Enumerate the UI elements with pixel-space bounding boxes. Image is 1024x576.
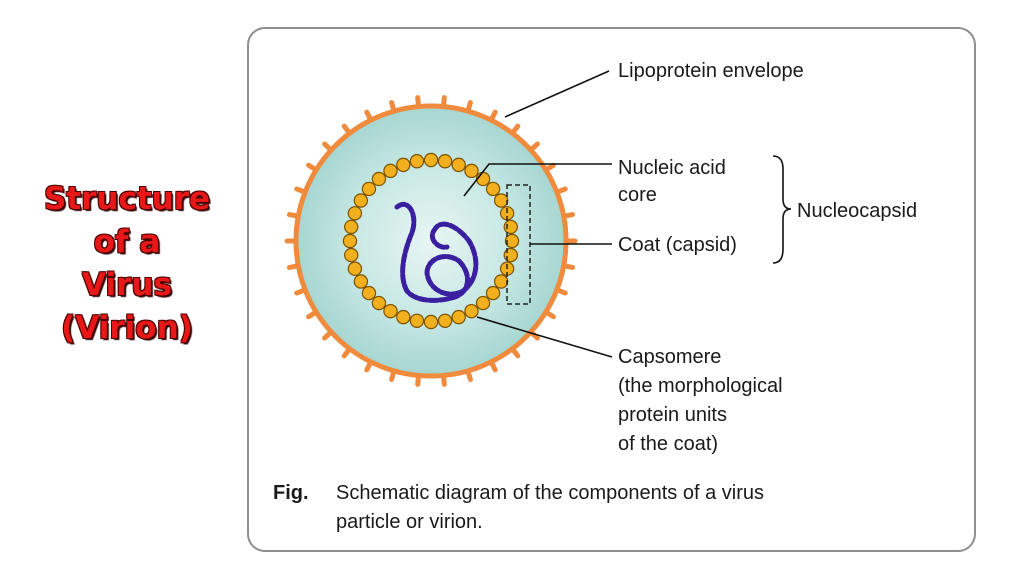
nucleocapsid-brace <box>772 155 792 264</box>
nucleic-leader <box>463 163 612 197</box>
virus-diagram: Lipoprotein envelope Nucleic acid core C… <box>273 60 917 533</box>
capsomere-bead <box>503 219 518 235</box>
capsomere-bead <box>451 309 466 325</box>
capsomere-bead <box>396 309 411 325</box>
capsomere-bead <box>409 313 425 328</box>
capsomere-bead <box>503 247 518 263</box>
capsomere-bead <box>493 193 509 208</box>
capsomere-bead <box>347 206 363 221</box>
capsomere-leader <box>476 316 613 358</box>
capsomere-bead <box>423 314 439 330</box>
label-core: core <box>618 184 657 206</box>
capsomere-bead <box>353 193 369 208</box>
capsomere-bead <box>437 154 453 169</box>
virion-interior <box>293 103 569 379</box>
capsomere-bead <box>383 303 398 319</box>
capsomere-bead <box>475 295 491 311</box>
title-line: Virus <box>82 267 172 303</box>
nucleic-acid-strand <box>394 202 479 303</box>
caption-line: particle or virion. <box>336 511 483 533</box>
label-lipoprotein-envelope: Lipoprotein envelope <box>618 60 804 82</box>
title-line: (Virion) <box>61 310 193 346</box>
capsomere-bead <box>464 163 479 179</box>
label-capsomere: Capsomere <box>618 346 721 368</box>
capsomere-bead <box>361 181 377 197</box>
label-nucleocapsid: Nucleocapsid <box>797 200 917 222</box>
capsomere-bead <box>353 274 369 289</box>
caption-prefix: Fig. <box>273 482 309 504</box>
label-capsomere-desc: (the morphological <box>618 375 783 397</box>
figure-panel: Lipoprotein envelope Nucleic acid core C… <box>247 27 976 552</box>
capsomere-bead <box>344 219 359 235</box>
title-line: Structure <box>43 181 211 217</box>
capsomere-bead <box>342 233 358 249</box>
capsomere-bead <box>451 157 466 173</box>
capsomere-bead <box>485 285 501 301</box>
envelope-leader <box>504 70 610 118</box>
slide-title: Structure of a Virus (Virion) <box>22 178 232 350</box>
capsomere-bead <box>383 163 398 179</box>
capsomere-bead <box>485 181 501 197</box>
capsomere-bead <box>361 285 377 301</box>
capsomere-bead <box>371 171 387 187</box>
capsomere-bead <box>504 233 520 249</box>
capsomere-bead <box>344 247 359 263</box>
label-nucleic-acid: Nucleic acid <box>618 157 726 179</box>
capsomere-bead <box>409 154 425 169</box>
title-line: of a <box>93 224 161 260</box>
capsomere-bead <box>347 261 363 276</box>
label-capsomere-desc: of the coat) <box>618 433 718 455</box>
capsomere-ring <box>342 152 520 330</box>
capsomere-bead <box>371 295 387 311</box>
capsomere-bead <box>464 303 479 319</box>
capsomere-bead <box>423 152 439 168</box>
capsomere-bead <box>493 274 509 289</box>
capsomere-bead <box>396 157 411 173</box>
caption-line: Schematic diagram of the components of a… <box>336 482 764 504</box>
label-capsomere-desc: protein units <box>618 404 727 426</box>
capsomere-bead <box>437 313 453 328</box>
label-coat-capsid: Coat (capsid) <box>618 234 737 256</box>
capsomere-bead <box>475 171 491 187</box>
